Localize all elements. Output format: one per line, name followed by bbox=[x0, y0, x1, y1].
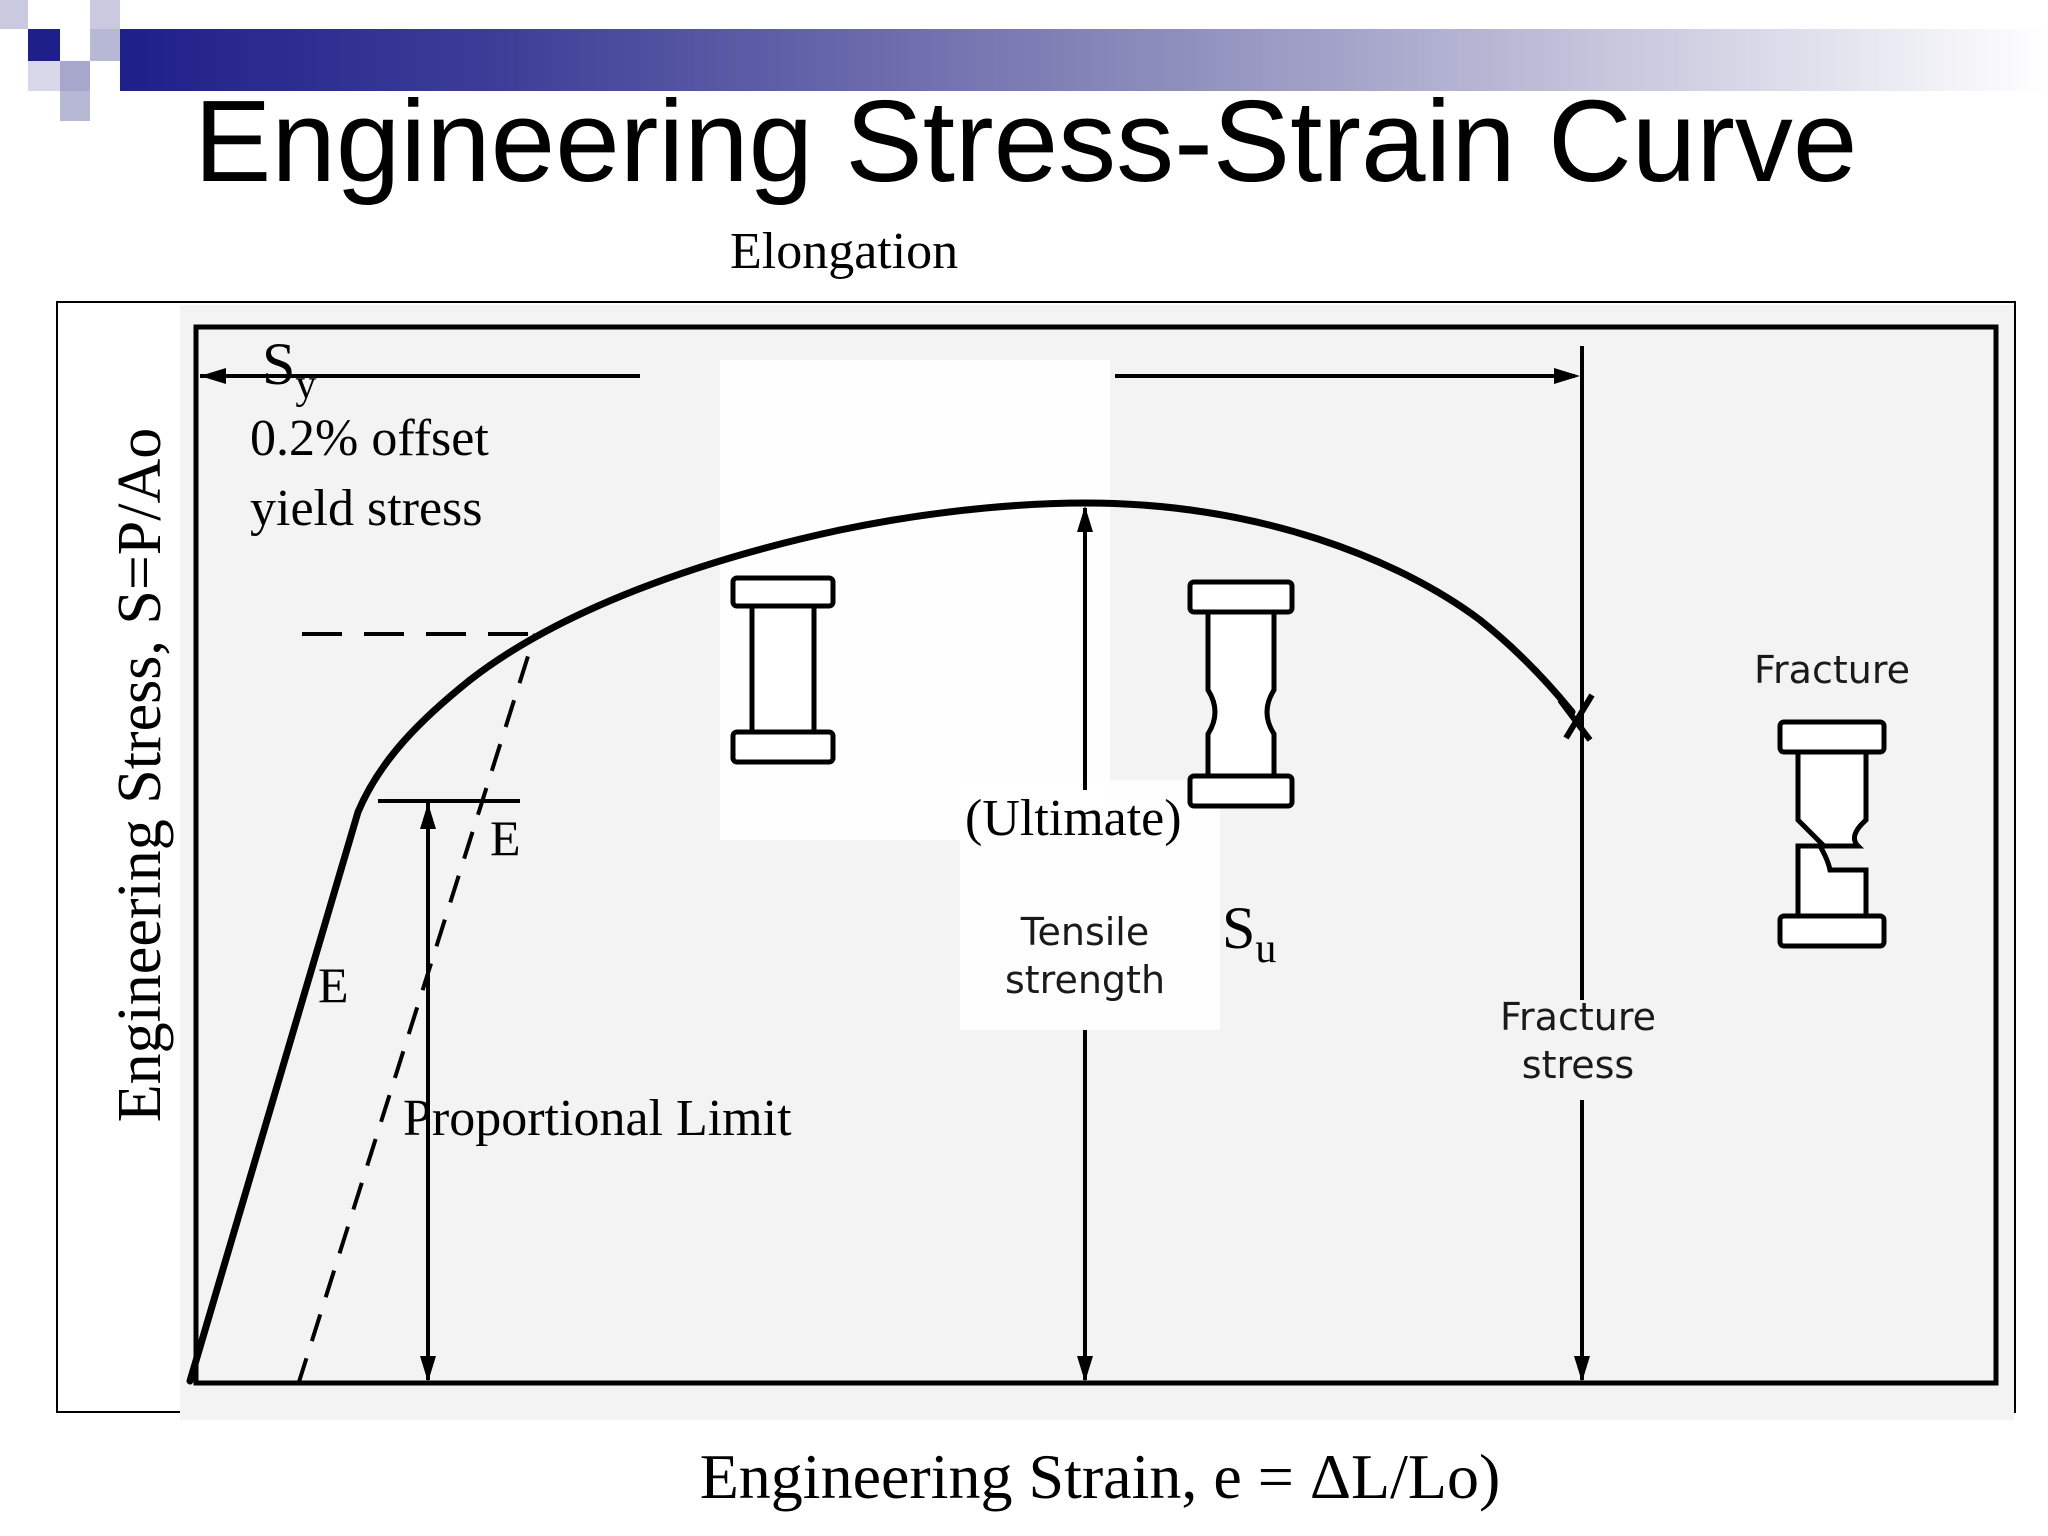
decor-square-mid bbox=[60, 91, 90, 121]
x-axis-label: Engineering Strain, e = ΔL/Lo) bbox=[699, 1441, 1501, 1512]
slide-title: Engineering Stress-Strain Curve bbox=[194, 76, 1858, 206]
decor-square-dark bbox=[28, 29, 60, 61]
su-label: Su bbox=[1222, 895, 1276, 972]
fracture-mark bbox=[1563, 693, 1595, 740]
stress-strain-curve bbox=[186, 499, 1576, 1385]
elongation-label: Elongation bbox=[730, 223, 959, 280]
tensile-label-line2: strength bbox=[1005, 958, 1165, 1002]
elongation-arrowhead-right bbox=[1554, 368, 1580, 384]
specimen-necking bbox=[1187, 579, 1295, 809]
specimen-fractured bbox=[1777, 719, 1887, 949]
tensile-strength-arrowhead-bottom bbox=[1077, 1356, 1093, 1382]
e-label-lower: E bbox=[318, 957, 349, 1013]
decor-square-light bbox=[60, 61, 90, 91]
fracture-stress-label-line2: stress bbox=[1522, 1043, 1634, 1087]
offset-line bbox=[296, 633, 537, 1386]
proportional-limit-arrowhead-bottom bbox=[420, 1356, 436, 1382]
offset-yield-label-line1: 0.2% offset bbox=[250, 410, 489, 467]
sy-subscript: y bbox=[295, 362, 316, 408]
fracture-label: Fracture bbox=[1754, 648, 1910, 692]
title-bar-gradient bbox=[120, 29, 2048, 91]
sy-label: Sy bbox=[262, 331, 316, 408]
decor-square-mid bbox=[90, 29, 120, 61]
su-subscript: u bbox=[1255, 926, 1276, 972]
decor-square-light bbox=[90, 0, 120, 29]
specimen-uniform bbox=[730, 575, 836, 765]
y-axis-label: Engineering Stress, S=P/Ao bbox=[106, 427, 174, 1123]
offset-yield-label-line2: yield stress bbox=[250, 480, 483, 537]
decor-square-light bbox=[0, 0, 28, 29]
elongation-arrowhead-left bbox=[200, 368, 226, 384]
fracture-stress-label-line1: Fracture bbox=[1500, 995, 1656, 1039]
proportional-limit-label: Proportional Limit bbox=[403, 1090, 792, 1147]
tensile-label-line1: Tensile bbox=[1020, 910, 1150, 954]
ultimate-label: (Ultimate) bbox=[965, 790, 1182, 847]
plot-border bbox=[193, 324, 1999, 1386]
label-patch bbox=[960, 780, 1220, 1030]
decor-square-light bbox=[28, 61, 60, 91]
tensile-strength-arrowhead-top bbox=[1077, 506, 1093, 532]
e-label-upper: E bbox=[490, 810, 521, 866]
fracture-stress-arrowhead bbox=[1574, 1356, 1590, 1382]
proportional-limit-arrowhead-top bbox=[420, 803, 436, 829]
